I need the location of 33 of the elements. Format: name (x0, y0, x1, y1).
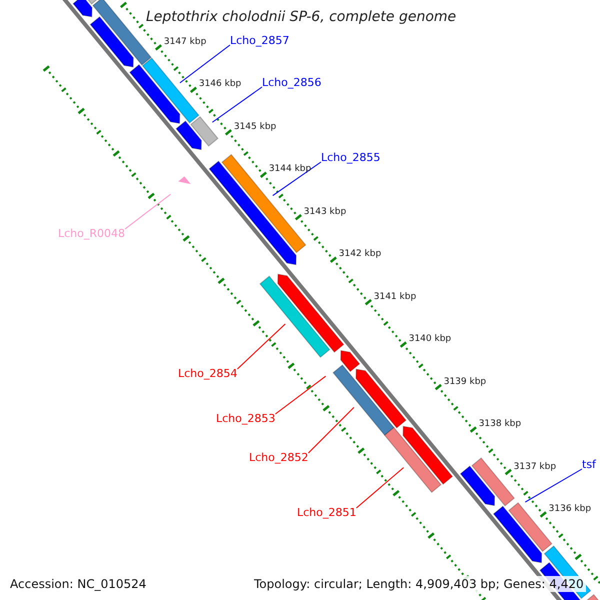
leader-line (272, 162, 322, 196)
scale-label: 3144 kbp (268, 164, 312, 174)
scale-label: 3137 kbp (514, 462, 556, 472)
leader-line (124, 194, 172, 230)
leader-line (274, 376, 326, 414)
scale-label: 3141 kbp (374, 292, 416, 302)
scale-label: 3146 kbp (198, 79, 242, 90)
gene-label: Lcho_2851 (297, 506, 356, 519)
leader-line (236, 323, 286, 370)
leader-line (212, 86, 262, 123)
scale-label: 3139 kbp (444, 376, 486, 387)
scale-label: 3143 kbp (304, 206, 346, 217)
genome-summary-text: Topology: circular; Length: 4,909,403 bp; Genes: 4,420 (252, 576, 586, 592)
leader-line (356, 467, 404, 508)
gene-label: Lcho_R0048 (58, 227, 126, 240)
gene-label: Lcho_2855 (321, 151, 380, 164)
gene-label: Lcho_2854 (178, 367, 238, 380)
scale-label: 3136 kbp (548, 504, 592, 514)
accession-text: Accession: NC_010524 (8, 576, 148, 592)
scale-label: 3142 kbp (338, 249, 382, 260)
leader-line (179, 44, 230, 84)
gene-label: tsf (582, 458, 596, 471)
gene-label: Lcho_2853 (216, 412, 276, 425)
scale-label: 3145 kbp (234, 122, 276, 132)
title: Leptothrix cholodnii SP-6, complete genome (146, 9, 456, 25)
gene-label: Lcho_2856 (262, 76, 322, 89)
leader-line (524, 468, 582, 503)
scale-label: 3138 kbp (478, 419, 522, 430)
gene-label: Lcho_2857 (230, 34, 290, 47)
scale-label: 3140 kbp (408, 334, 452, 344)
gene-label: Lcho_2852 (249, 451, 308, 464)
scale-label: 3147 kbp (164, 36, 206, 47)
leader-line (308, 406, 354, 454)
